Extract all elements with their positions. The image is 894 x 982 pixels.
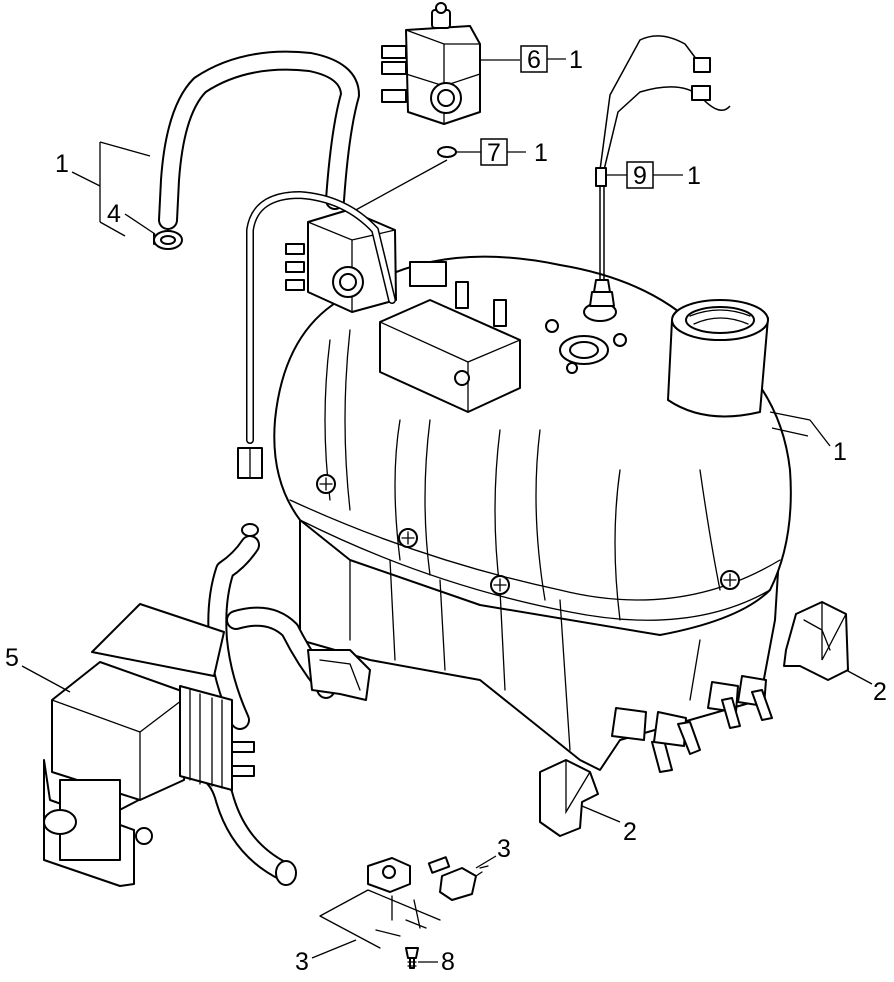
callout-number-3-left: 3 <box>295 948 309 976</box>
o-ring-7 <box>437 146 457 158</box>
steam-tube <box>237 190 396 537</box>
callout-number-5: 5 <box>5 644 19 672</box>
callout-number-3-right: 3 <box>497 835 511 863</box>
callout-number-1-right: 1 <box>833 438 847 466</box>
temperature-sensor-9 <box>589 35 731 307</box>
callout-number-4: 4 <box>107 200 121 228</box>
thermostat-assembly-3 <box>319 856 489 949</box>
screw-8 <box>405 947 419 969</box>
hose-clamp-4 <box>153 230 183 250</box>
callout-number-9: 9 <box>633 162 647 190</box>
silicone-hose <box>158 50 360 230</box>
callout-number-2-bottom: 2 <box>623 818 637 846</box>
callout-number-1-hose: 1 <box>55 150 69 178</box>
callout-number-2-right: 2 <box>873 678 887 706</box>
callout-qty-7: 1 <box>534 139 548 167</box>
callout-qty-6: 1 <box>569 46 583 74</box>
callout-qty-9: 1 <box>687 162 701 190</box>
mount-bracket-left <box>307 649 371 701</box>
callout-number-7: 7 <box>487 139 501 167</box>
heater-terminals <box>611 675 773 773</box>
callout-number-6: 6 <box>527 46 541 74</box>
solenoid-valve-6 <box>381 2 481 125</box>
callout-number-8: 8 <box>441 948 455 976</box>
mounting-foot-bottom <box>539 759 599 837</box>
mounting-foot-right <box>783 601 849 681</box>
boiler-body <box>273 255 792 773</box>
vibration-pump-5 <box>43 603 255 887</box>
